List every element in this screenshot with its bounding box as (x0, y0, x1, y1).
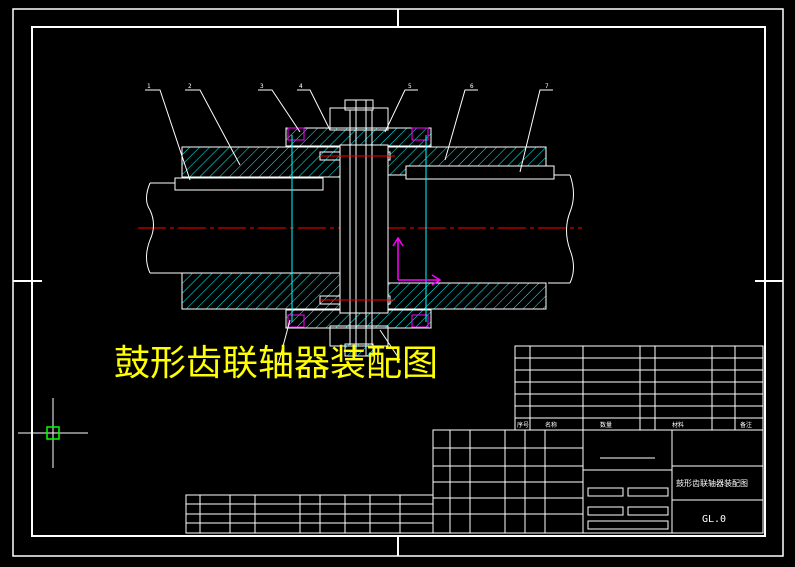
balloon-7: 7 (545, 83, 549, 90)
outer-sleeve-bottom (285, 295, 432, 357)
parts-list-header: 序号 名称 数量 材料 备注 (517, 421, 752, 429)
balloon-2: 2 (188, 83, 192, 90)
revision-table (185, 494, 434, 534)
center-bolt (320, 100, 395, 356)
header-name: 名称 (545, 421, 557, 429)
header-remark: 备注 (740, 421, 752, 429)
balloon-1: 1 (147, 83, 151, 90)
ucs-axis-icon (392, 236, 442, 286)
drawing-title: 鼓形齿联轴器装配图 (114, 343, 439, 384)
balloon-6: 6 (470, 83, 474, 90)
title-block (432, 429, 764, 534)
balloon-3: 3 (260, 83, 264, 90)
parts-list-table (514, 345, 764, 431)
key-right (405, 165, 555, 180)
construction-lines (291, 135, 427, 322)
key-left (174, 177, 324, 191)
balloon-4: 4 (299, 83, 303, 90)
balloon-5: 5 (408, 83, 412, 90)
header-index: 序号 (517, 421, 529, 429)
outer-sleeve-top (285, 99, 432, 161)
balloon-labels: 1 2 3 4 5 6 7 (147, 83, 549, 90)
leader-lines (145, 89, 553, 366)
crosshair-cursor-icon (18, 398, 88, 468)
title-block-name: 鼓形齿联轴器装配图 (676, 478, 748, 488)
hub-left (181, 146, 341, 310)
drawing-number: GL.0 (702, 514, 726, 525)
shaft-right (548, 174, 574, 284)
header-qty: 数量 (600, 421, 612, 429)
header-material: 材料 (672, 421, 684, 429)
drawing-frame (12, 8, 784, 557)
